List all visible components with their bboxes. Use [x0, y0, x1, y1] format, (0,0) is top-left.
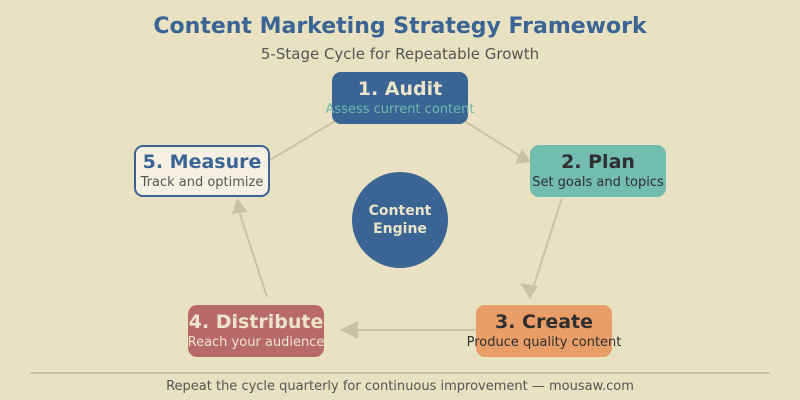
footer-note: Repeat the cycle quarterly for continuou… [166, 379, 634, 394]
content-engine-hub: Content Engine [352, 172, 448, 268]
arrow-distribute-to-measure [239, 213, 268, 298]
arrow-audit-to-plan [465, 121, 521, 157]
arrowhead-plan-icon [515, 149, 531, 164]
stage-label: 5. Measure [142, 151, 262, 173]
arrowhead-measure-icon [232, 198, 248, 214]
footer-divider [30, 372, 770, 374]
stage-audit[interactable]: 1. Audit Assess current content [326, 72, 474, 124]
stage-create[interactable]: 3. Create Produce quality content [467, 305, 621, 357]
stage-label: 3. Create [494, 311, 594, 333]
stage-label: 1. Audit [357, 78, 443, 100]
arrowhead-create-icon [520, 283, 538, 299]
diagram-subtitle: 5-Stage Cycle for Repeatable Growth [260, 45, 540, 63]
stage-plan[interactable]: 2. Plan Set goals and topics [530, 145, 666, 197]
stage-distribute[interactable]: 4. Distribute Reach your audience [188, 305, 324, 357]
stage-description: Reach your audience [187, 335, 325, 350]
arrow-plan-to-create [533, 197, 563, 286]
stage-label: 4. Distribute [188, 311, 324, 333]
stage-description: Set goals and topics [532, 175, 664, 190]
hub-label: Content Engine [368, 203, 432, 237]
stage-description: Produce quality content [466, 335, 622, 350]
stage-label: 2. Plan [561, 151, 635, 173]
stage-measure[interactable]: 5. Measure Track and optimize [134, 145, 270, 197]
connector-measure-to-audit [269, 117, 341, 161]
stage-description: Assess current content [325, 102, 475, 117]
stage-description: Track and optimize [140, 175, 264, 190]
arrowhead-distribute-icon [340, 321, 358, 339]
diagram-title: Content Marketing Strategy Framework [153, 14, 647, 39]
